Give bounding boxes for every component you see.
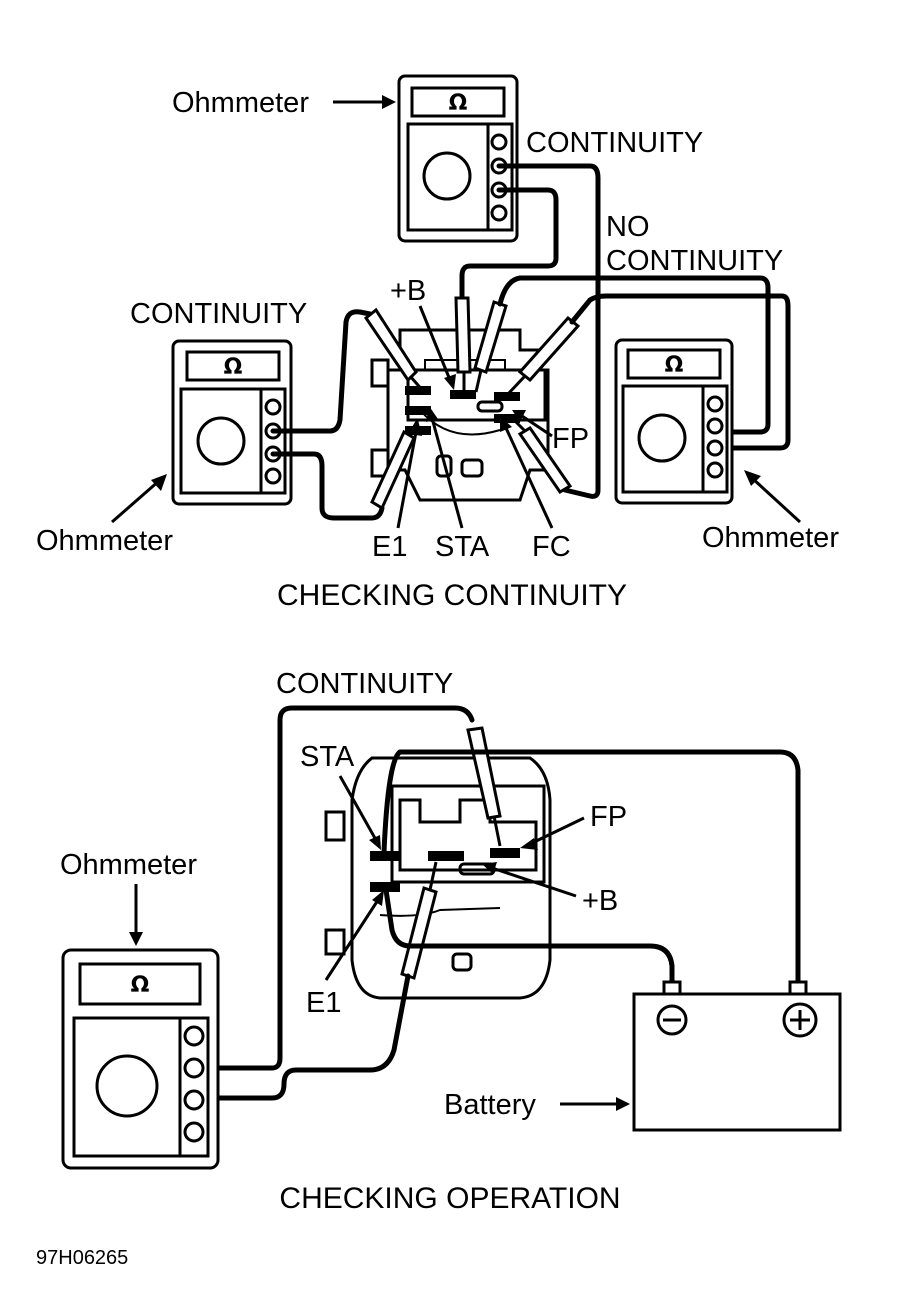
terminal-slot [450,390,476,399]
terminal-slot [405,386,431,395]
terminal-slot [405,406,431,415]
ohmmeter-bottom: Ω [61,948,220,1170]
ohm-symbol: Ω [131,973,150,998]
ohm-symbol: Ω [665,353,684,378]
terminal-label-plus-b: +B [390,275,426,307]
terminal-slot [490,848,520,858]
no-continuity-label: CONTINUITY [606,245,783,277]
relay-bottom [324,756,552,1000]
no-label: NO [606,211,650,243]
pointer-line [418,305,452,381]
continuity-label: CONTINUITY [276,668,453,700]
pointer-line [504,427,554,529]
ohmmeter-left: Ω [171,339,293,506]
ohmmeter-label: Ohmmeter [172,87,309,119]
arrow-head [410,420,422,436]
lead-wire [496,163,601,499]
terminal-slot [428,851,464,861]
lead-wire [191,705,475,1071]
pointer-line [529,816,585,846]
terminal-label-fc: FC [532,531,571,563]
arrow-head [482,862,497,874]
arrow-head [616,1097,630,1111]
lead-wire [459,187,559,299]
pointer-line [324,899,380,981]
terminal-label-e1: E1 [306,987,341,1019]
terminal-slot [494,414,520,423]
arrow-head [382,95,396,109]
arrow-head [151,474,167,491]
lead-wire [383,887,675,983]
pointer-line [491,866,577,898]
pointer-line [396,431,418,529]
ohmmeter-label: Ohmmeter [36,525,173,557]
arrow-head [500,416,512,432]
terminal-label-sta: STA [435,531,490,563]
battery-label: Battery [444,1089,536,1121]
pointer-line [338,775,378,841]
terminal-slot [494,392,520,401]
caption-checking-continuity: CHECKING CONTINUITY [277,579,627,612]
battery [632,980,842,1132]
terminal-label-sta: STA [300,741,355,773]
arrow-head [372,890,384,906]
lead-wire [569,293,791,451]
continuity-label: CONTINUITY [526,127,703,159]
negative-terminal-icon [656,1004,688,1036]
test-probes-top [363,296,581,511]
diagram-code: 97H06265 [36,1247,128,1269]
continuity-label: CONTINUITY [130,298,307,330]
lead-wire [497,275,771,435]
terminal-slot [370,882,400,892]
terminal-label-fp: FP [590,801,627,833]
terminal-label-fp: FP [552,423,589,455]
lead-wire [381,749,801,983]
ohmmeter-label: Ohmmeter [60,849,197,881]
pointer-line [430,417,464,529]
terminal-label-plus-b: +B [582,885,618,917]
ohm-symbol: Ω [224,355,243,380]
arrow-head [512,410,526,422]
ohmmeter-right: Ω [614,338,734,505]
arrow-line [750,476,802,524]
arrow-line [111,478,161,524]
ohm-symbol: Ω [449,91,468,116]
lead-wire [270,451,385,521]
lead-wire [270,309,373,434]
ohmmeter-label: Ohmmeter [702,522,839,554]
arrow-head [129,932,143,946]
arrow-head [426,406,438,422]
positive-terminal-icon [782,1002,818,1038]
arrow-head [444,374,456,390]
arrow-head [369,835,381,850]
arrow-head [520,838,538,850]
terminal-slot [370,851,400,861]
lead-wire [191,973,411,1101]
arrow-head [744,470,761,486]
ohmmeter-top: Ω [397,74,519,243]
pointer-line [521,414,553,438]
caption-checking-operation: CHECKING OPERATION [279,1182,620,1215]
terminal-label-e1: E1 [372,531,407,563]
